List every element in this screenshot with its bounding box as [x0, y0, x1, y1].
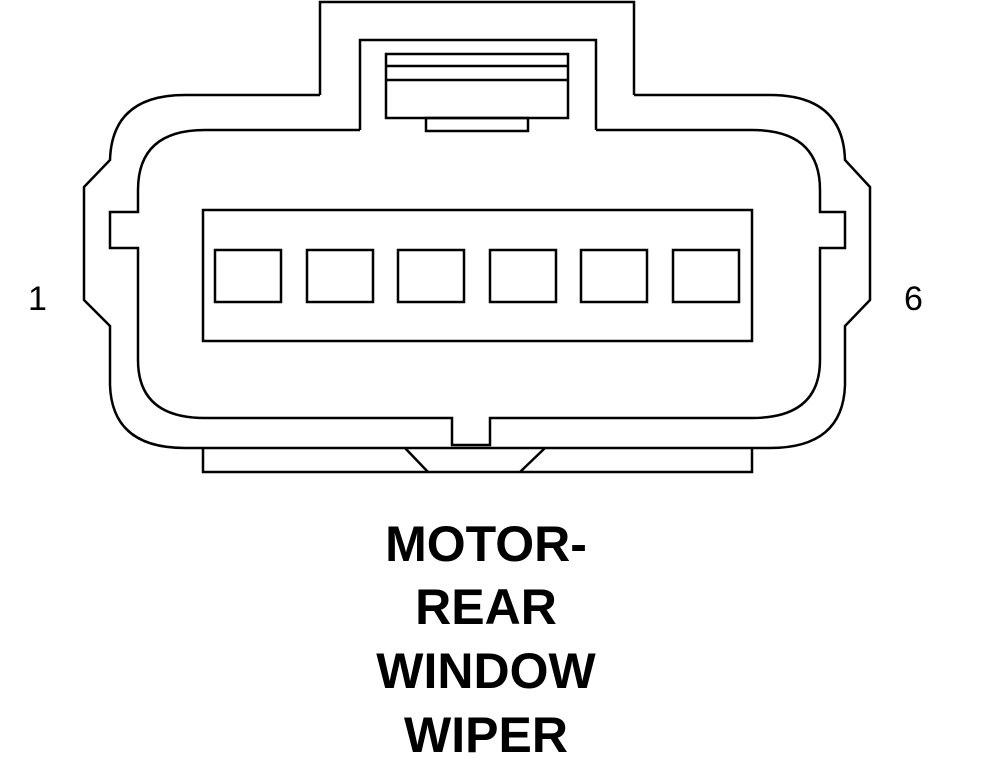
pin-label-last: 6 — [904, 280, 923, 318]
pin-cavity-4 — [488, 248, 558, 304]
pin-cavity-3 — [396, 248, 466, 304]
pin-cavity-block — [201, 208, 754, 343]
pin-cavity-6 — [671, 248, 741, 304]
connector-base — [201, 447, 754, 474]
latch-housing-outer — [318, 0, 636, 95]
latch-nub — [424, 116, 530, 133]
pin-cavity-2 — [305, 248, 375, 304]
caption-line-4: WIPER — [404, 707, 568, 762]
caption-line-2: REAR — [415, 579, 557, 635]
pin-cavity-1 — [213, 248, 283, 304]
pin-cavity-5 — [579, 248, 649, 304]
connector-shell-inner — [108, 128, 847, 447]
latch-housing-inner — [358, 38, 598, 130]
latch-tab — [384, 52, 570, 120]
caption-line-3: WINDOW — [376, 643, 596, 699]
connector-shell-outer — [82, 93, 872, 450]
pin-label-first: 1 — [28, 280, 47, 318]
caption-line-1: MOTOR- — [385, 516, 587, 572]
